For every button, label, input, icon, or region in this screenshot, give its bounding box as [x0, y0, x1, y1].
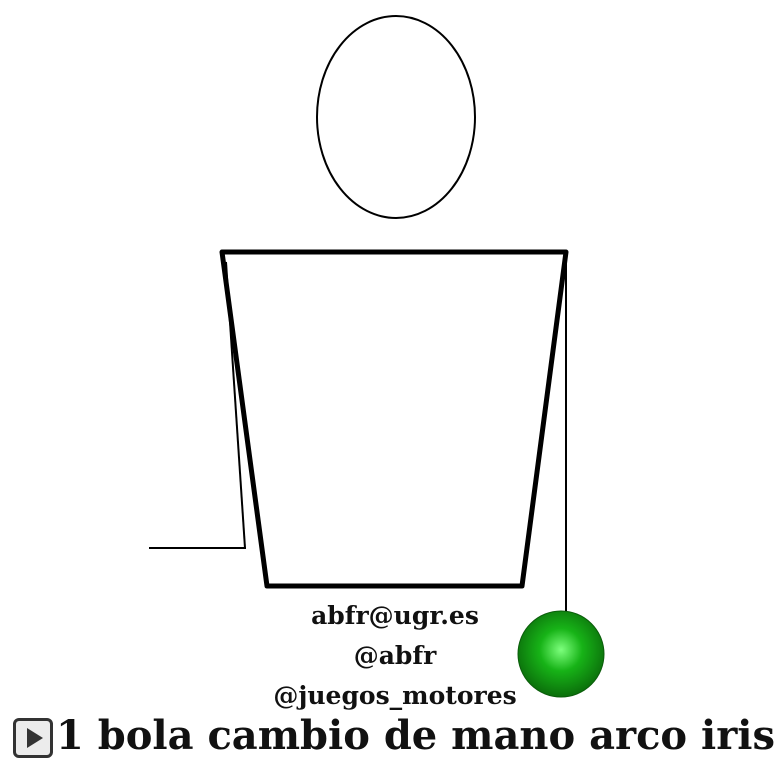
left-arm-line — [225, 261, 246, 549]
head-shape — [316, 15, 476, 219]
play-button[interactable] — [13, 718, 53, 758]
credit-hashtag: @juegos_motores — [273, 681, 517, 710]
video-title: 1 bola cambio de mano arco iris — [56, 712, 775, 759]
play-icon — [27, 728, 43, 748]
credit-handle: @abfr — [353, 641, 437, 670]
torso-shape — [219, 249, 569, 589]
credit-email: abfr@ugr.es — [311, 601, 479, 630]
juggling-ball — [517, 610, 605, 698]
